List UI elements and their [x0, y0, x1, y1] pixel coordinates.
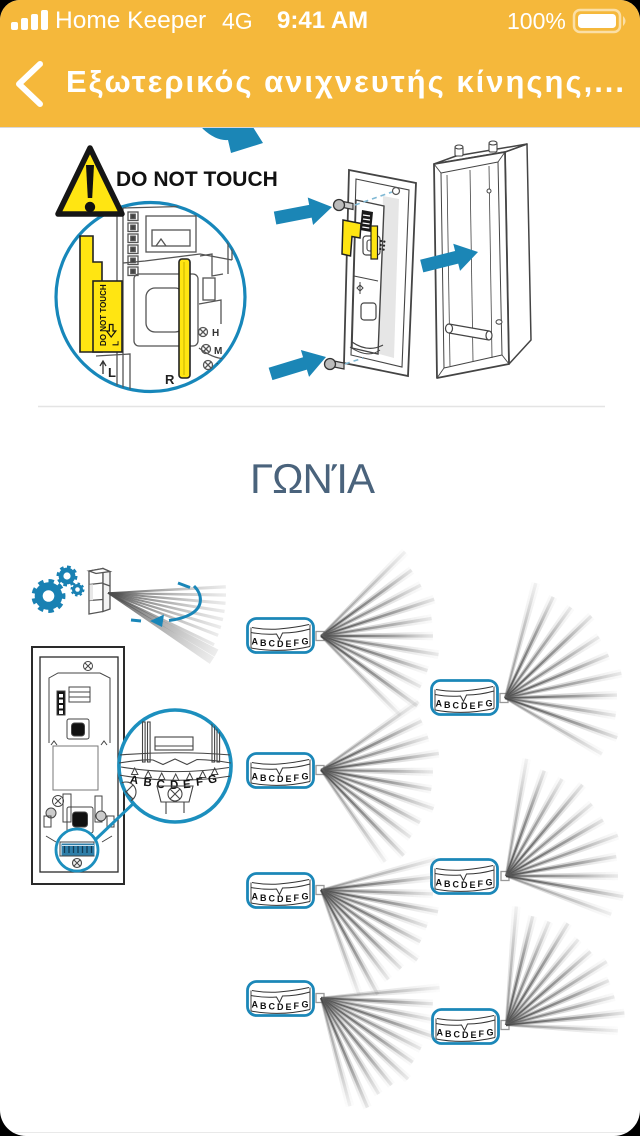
svg-text:L: L [111, 341, 121, 346]
svg-text:G: G [207, 773, 218, 786]
svg-text:A: A [129, 774, 139, 787]
svg-text:C: C [156, 779, 165, 792]
svg-text:DO NOT TOUCH: DO NOT TOUCH [116, 168, 278, 191]
svg-text:DO NOT TOUCH: DO NOT TOUCH [99, 284, 108, 346]
svg-text:B: B [143, 777, 153, 790]
svg-text:L: L [108, 365, 116, 380]
svg-text:F: F [195, 776, 203, 789]
svg-text:R: R [165, 372, 175, 387]
svg-text:H: H [212, 328, 219, 339]
svg-text:M: M [214, 346, 222, 357]
svg-text:E: E [183, 779, 192, 792]
